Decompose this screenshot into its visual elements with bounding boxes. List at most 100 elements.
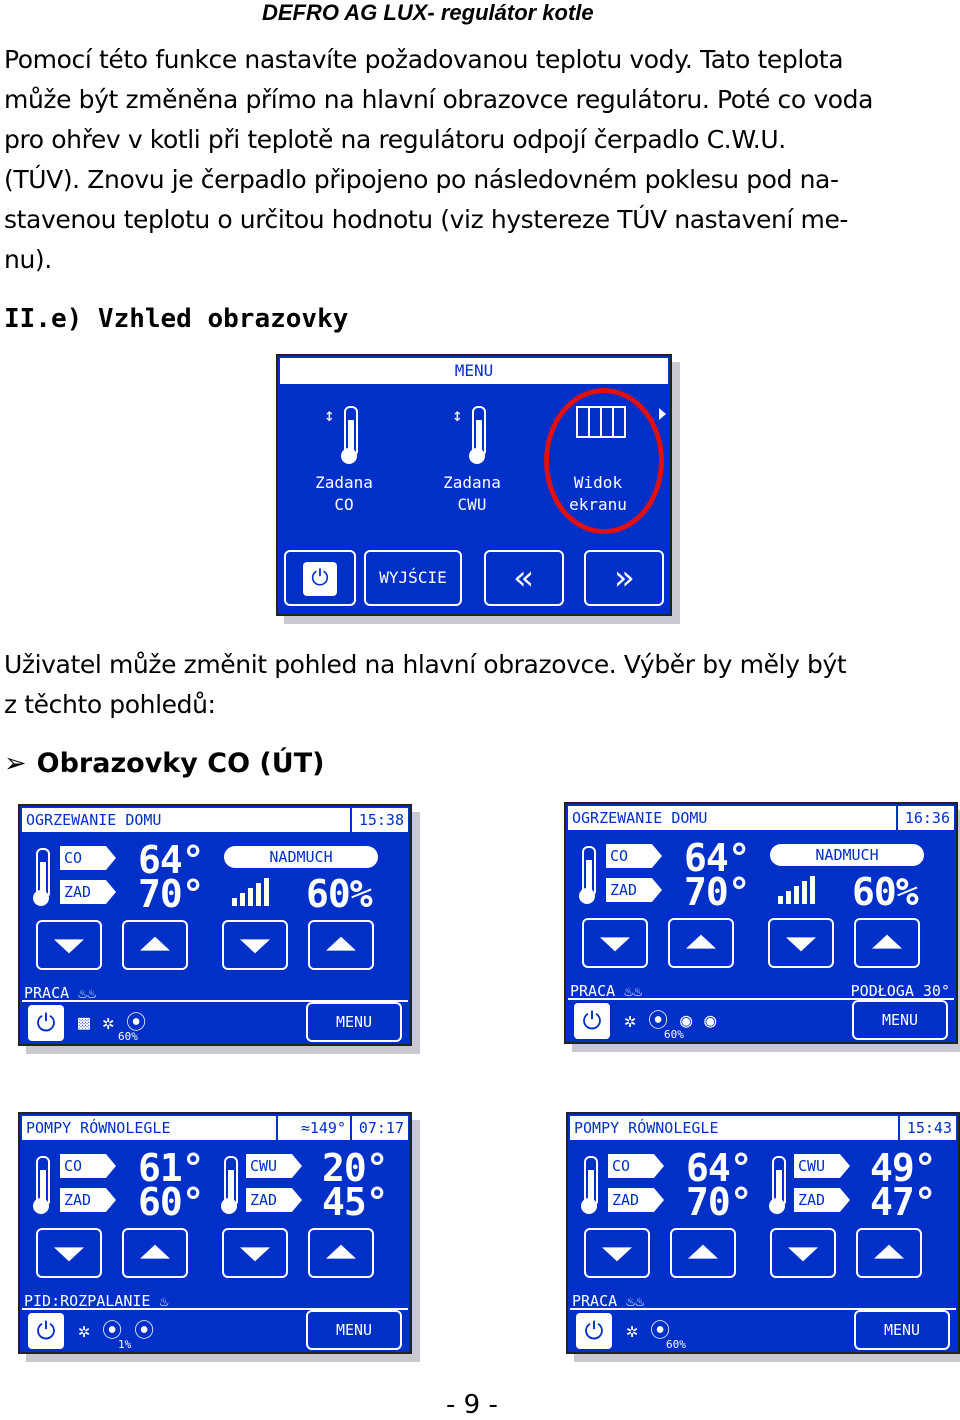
status-text: PRACA ♨♨ xyxy=(24,984,97,1002)
decrease-button[interactable] xyxy=(222,920,288,970)
increase-button[interactable] xyxy=(670,1228,736,1278)
thermometer-fill xyxy=(228,1170,234,1202)
menu-item-zadana-co[interactable]: ↕ Zadana CO xyxy=(294,402,394,516)
menu-item-label: CO xyxy=(334,495,354,514)
status-right: PODŁOGA 30° xyxy=(850,982,950,1000)
thermometer-fill xyxy=(40,1170,46,1202)
bullet-text: Obrazovky CO (ÚT) xyxy=(36,748,325,779)
description-paragraph: Uživatel může změnit pohled na hlavní ob… xyxy=(4,645,954,725)
text-line: stavenou teplotu o určitou hodnotu (viz … xyxy=(4,205,849,234)
co-label: CO xyxy=(608,1154,664,1178)
increase-button[interactable] xyxy=(122,1228,188,1278)
scroll-right-icon xyxy=(659,408,666,420)
co-value: 64° xyxy=(684,836,751,880)
decrease-button[interactable] xyxy=(770,1228,836,1278)
power-button[interactable]: ⏻ xyxy=(28,1313,64,1349)
cwu-value: 20° xyxy=(322,1146,389,1190)
zad-label: ZAD xyxy=(246,1188,302,1212)
thermometer-arrows-icon: ↕ xyxy=(294,402,394,472)
increase-button[interactable] xyxy=(856,1228,922,1278)
increase-button[interactable] xyxy=(308,920,374,970)
text-line: z těchto pohledů: xyxy=(4,690,216,719)
status-text: PID:ROZPALANIE ♨ xyxy=(24,1292,169,1310)
zad-value: 70° xyxy=(138,872,205,916)
zad-value: 60° xyxy=(138,1180,205,1224)
arrow-down-icon xyxy=(602,1247,632,1262)
co-value: 61° xyxy=(138,1146,205,1190)
text-line: může být změněna přímo na hlavní obrazov… xyxy=(4,85,874,114)
blower-value: 60% xyxy=(306,872,373,916)
arrow-up-icon xyxy=(140,936,170,951)
exit-button[interactable]: WYJŚCIE xyxy=(364,550,462,606)
menu-item-label: Zadana xyxy=(315,473,373,492)
text-line: nu). xyxy=(4,245,52,274)
co-label: CO xyxy=(606,844,662,868)
thermometer-icon xyxy=(581,1156,598,1214)
arrow-down-icon xyxy=(240,1247,270,1262)
power-button[interactable]: ⏻ xyxy=(28,1005,64,1041)
arrow-up-icon xyxy=(326,936,356,951)
page-number: - 9 - xyxy=(446,1390,498,1420)
status-icons: ✲ ⦿ ◉ ◉ xyxy=(624,1008,717,1032)
increase-button[interactable] xyxy=(854,918,920,968)
arrow-up-icon xyxy=(140,1244,170,1259)
decrease-button[interactable] xyxy=(36,920,102,970)
arrow-up-icon xyxy=(326,1244,356,1259)
title-bar: POMPY RÓWNOLEGLE≈149°07:17 xyxy=(22,1116,408,1140)
menu-button[interactable]: MENU xyxy=(306,1002,402,1042)
power-button[interactable]: ⏻ xyxy=(574,1003,610,1039)
menu-item-zadana-cwu[interactable]: ↕ Zadana CWU xyxy=(422,402,522,516)
power-button[interactable]: ⏻ xyxy=(284,550,356,606)
zad-label: ZAD xyxy=(606,878,662,902)
increase-button[interactable] xyxy=(668,918,734,968)
co-value: 64° xyxy=(686,1146,753,1190)
status-text: PRACA ♨♨ xyxy=(570,982,643,1000)
arrow-up-icon xyxy=(686,934,716,949)
power-button[interactable]: ⏻ xyxy=(576,1313,612,1349)
zad-label: ZAD xyxy=(608,1188,664,1212)
decrease-button[interactable] xyxy=(768,918,834,968)
divider xyxy=(350,1116,352,1140)
increase-button[interactable] xyxy=(122,920,188,970)
arrow-down-icon xyxy=(240,939,270,954)
divider xyxy=(896,806,898,830)
thermometer-fill xyxy=(586,860,592,892)
screen-title: OGRZEWANIE DOMU xyxy=(26,811,162,829)
thermometer-icon xyxy=(33,848,50,906)
status-icons: ▩ ✲ ⦿ xyxy=(78,1010,147,1034)
fan-percentage: 60% xyxy=(118,1030,138,1043)
highlight-circle xyxy=(544,388,664,534)
signal-bars-icon xyxy=(778,876,822,904)
cwu-label: CWU xyxy=(246,1154,302,1178)
menu-item-label: CWU xyxy=(457,495,487,514)
screen-title: OGRZEWANIE DOMU xyxy=(572,809,708,827)
thermometer-fill xyxy=(40,862,46,894)
fan-percentage: 60% xyxy=(664,1028,684,1041)
previous-button[interactable]: « xyxy=(484,550,564,606)
next-button[interactable]: » xyxy=(584,550,664,606)
increase-button[interactable] xyxy=(308,1228,374,1278)
document-header: DEFRO AG LUX- regulátor kotle xyxy=(262,0,594,25)
thermometer-icon xyxy=(221,1156,238,1214)
menu-button[interactable]: MENU xyxy=(852,1000,948,1040)
decrease-button[interactable] xyxy=(584,1228,650,1278)
blower-label: NADMUCH xyxy=(770,844,924,866)
decrease-button[interactable] xyxy=(582,918,648,968)
clock: 15:38 xyxy=(358,811,404,829)
power-icon: ⏻ xyxy=(303,561,337,596)
bottom-bar: ⏻ ▩ ✲ ⦿60% MENU xyxy=(22,1000,408,1044)
decrease-button[interactable] xyxy=(222,1228,288,1278)
bottom-bar: ⏻✲ ⦿60%MENU xyxy=(570,1308,956,1352)
decrease-button[interactable] xyxy=(36,1228,102,1278)
menu-button[interactable]: MENU xyxy=(306,1310,402,1350)
thermometer-fill xyxy=(588,1170,594,1202)
text-line: pro ohřev v kotli při teplotě na regulát… xyxy=(4,125,786,154)
menu-button[interactable]: MENU xyxy=(854,1310,950,1350)
blower-label: NADMUCH xyxy=(224,846,378,868)
arrow-down-icon xyxy=(600,937,630,952)
temperature-readout: ≈149° xyxy=(300,1119,346,1137)
menu-title: MENU xyxy=(280,358,668,384)
